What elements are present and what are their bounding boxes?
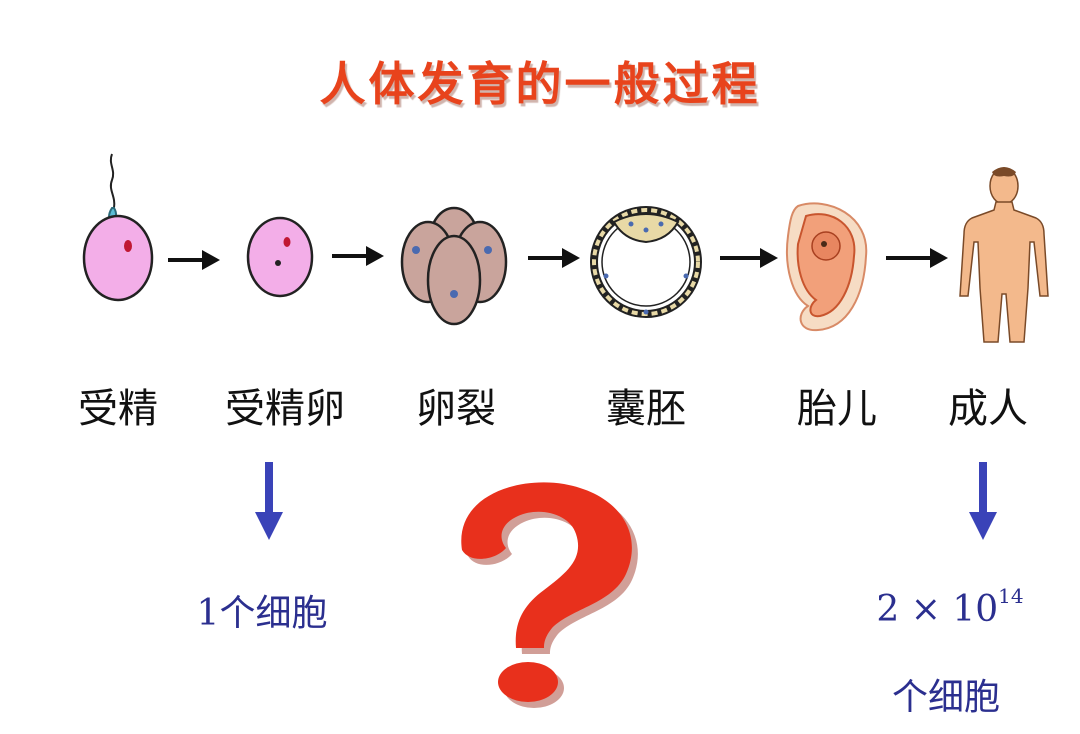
start-cell-unit: 个细胞: [219, 593, 328, 634]
stage-label-cleavage: 卵裂: [416, 386, 496, 432]
flow-arrow-icon: [168, 250, 220, 270]
cleavage-icon: [400, 206, 508, 326]
stage-label-fertilized-egg: 受精卵: [225, 386, 345, 432]
end-cell-base: 2 × 10: [876, 589, 999, 630]
stage-label-fertilization: 受精: [78, 386, 158, 432]
start-cell-number: 1: [196, 593, 220, 634]
down-arrow-icon: [969, 462, 997, 540]
page-title: 人体发育的一般过程: [319, 57, 761, 111]
flow-arrow-icon: [332, 246, 384, 266]
stage-label-adult: 成人: [948, 386, 1028, 432]
stage-label-blastocyst: 囊胚: [606, 386, 686, 432]
end-cell-exponent: 14: [998, 584, 1024, 608]
end-cell-count: 2 × 1014: [876, 584, 1023, 630]
flow-arrow-icon: [528, 248, 580, 268]
stage-label-fetus: 胎儿: [797, 386, 877, 432]
flow-arrow-icon: [720, 248, 778, 268]
adult-human-icon: [959, 167, 1049, 343]
end-cell-unit: 个细胞: [891, 677, 1001, 718]
start-cell-count: 1个细胞: [197, 584, 328, 636]
flow-arrow-icon: [886, 248, 948, 268]
fertilization-icon: [82, 153, 154, 302]
question-mark-icon: [461, 482, 638, 708]
down-arrow-icon: [255, 462, 283, 540]
fetus-icon: [786, 202, 868, 332]
blastocyst-icon: [590, 206, 702, 318]
fertilized-egg-icon: [246, 216, 314, 298]
